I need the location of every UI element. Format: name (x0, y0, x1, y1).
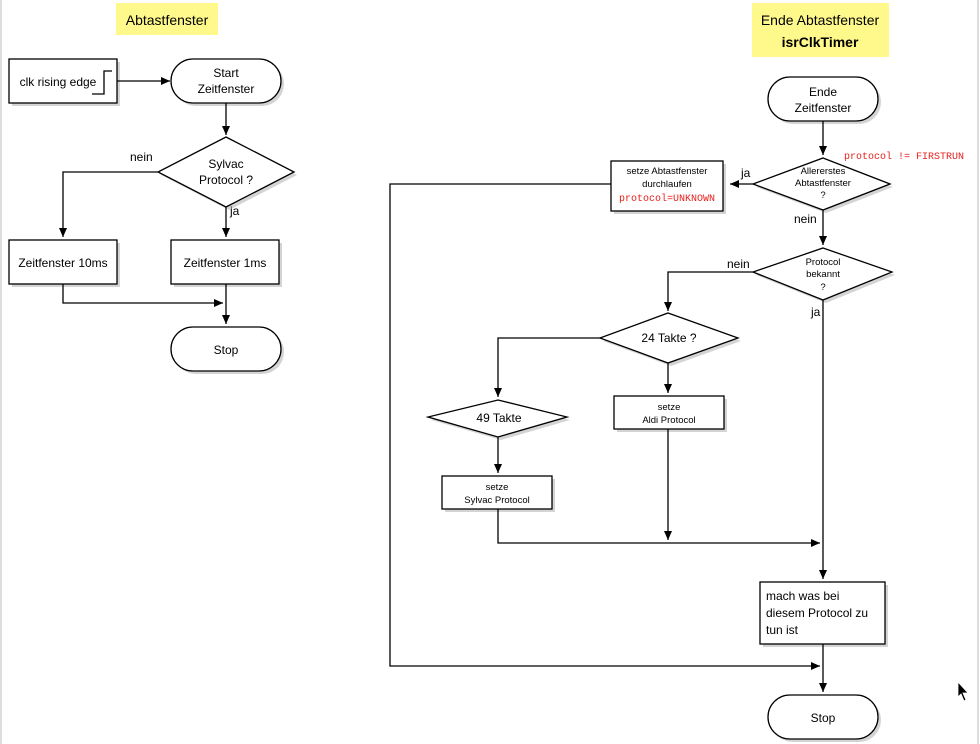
allererstes-label-3: ? (820, 190, 825, 201)
right-stop-label: Stop (811, 711, 836, 725)
setze-abtast-label-2: durchlaufen (642, 179, 692, 190)
left-ja-label: ja (229, 204, 240, 218)
left-title-note: Abtastfenster (116, 3, 218, 35)
ja1-label: ja (740, 166, 751, 180)
box-10ms-label: Zeitfenster 10ms (18, 256, 107, 270)
left-stop-label: Stop (214, 343, 239, 357)
protocol-bekannt-decision: Protocol bekannt ? (751, 247, 895, 303)
arrow-sylvac-to-merge (497, 509, 820, 547)
bekannt-label-2: bekannt (806, 269, 840, 280)
sylvac-label-2: Sylvac Protocol (464, 495, 529, 506)
ende-label-1: Ende (809, 85, 837, 99)
mach-was-box: mach was bei diesem Protocol zu tun ist (759, 581, 888, 647)
clk-rising-edge-box: clk rising edge (8, 58, 120, 106)
ja2-label: ja (810, 305, 821, 319)
sylvac-label-1: setze (486, 482, 509, 493)
decision-label-1: Sylvac (208, 157, 243, 171)
right-title-line2: isrClkTimer (782, 34, 859, 50)
arrow-10ms-to-stop (62, 284, 223, 307)
mach-was-label-2: diesem Protocol zu (766, 606, 868, 620)
setze-abtast-label-1: setze Abtastfenster (627, 166, 708, 177)
takte49-label: 49 Takte (476, 411, 521, 425)
clk-box-label: clk rising edge (20, 75, 97, 89)
nein2-label: nein (727, 257, 750, 271)
ende-zeitfenster-terminal: Ende Zeitfenster (767, 76, 881, 124)
takte49-decision: 49 Takte (425, 399, 570, 440)
bekannt-label-1: Protocol (806, 257, 841, 268)
setze-sylvac-box: setze Sylvac Protocol (441, 475, 555, 512)
start-terminal: Start Zeitfenster (170, 58, 284, 106)
mouse-cursor-icon (957, 680, 969, 702)
allererstes-decision: Allererstes Abtastfenster ? (751, 157, 893, 213)
aldi-label-1: setze (658, 402, 681, 413)
zeitfenster-1ms-box: Zeitfenster 1ms (170, 239, 282, 287)
sylvac-protocol-decision: Sylvac Protocol ? (156, 136, 297, 210)
bekannt-label-3: ? (820, 282, 825, 293)
left-nein-label: nein (130, 150, 153, 164)
nein1-label: nein (794, 212, 817, 226)
zeitfenster-10ms-box: Zeitfenster 10ms (8, 239, 120, 287)
setze-abtast-code: protocol=UNKNOWN (619, 193, 715, 205)
setze-abtastfenster-box: setze Abtastfenster durchlaufen protocol… (610, 160, 726, 214)
start-label-1: Start (213, 66, 239, 80)
right-title-note: Ende Abtastfenster isrClkTimer (752, 3, 889, 57)
mach-was-label-1: mach was bei (766, 589, 839, 603)
left-stop-terminal: Stop (170, 326, 284, 374)
allererstes-label-2: Abtastfenster (795, 178, 851, 189)
rising-edge-icon (92, 70, 112, 95)
arrow-24-to-49 (494, 337, 600, 397)
mach-was-label-3: tun ist (766, 623, 799, 637)
allererstes-label-1: Allererstes (801, 166, 846, 177)
setze-aldi-box: setze Aldi Protocol (613, 395, 727, 432)
right-stop-terminal: Stop (767, 694, 881, 742)
arrow-setze-to-stop-loop (389, 183, 820, 670)
aldi-label-2: Aldi Protocol (642, 415, 695, 426)
takte24-label: 24 Takte ? (641, 331, 696, 345)
box-1ms-label: Zeitfenster 1ms (184, 256, 267, 270)
cond-code-label: protocol != FIRSTRUN (844, 151, 964, 163)
left-title: Abtastfenster (126, 12, 209, 28)
arrow-nein-to-10ms (59, 171, 158, 237)
ende-label-2: Zeitfenster (795, 101, 852, 115)
decision-label-2: Protocol ? (199, 173, 253, 187)
arrow-nein-to-24takte (664, 271, 753, 311)
takte24-decision: 24 Takte ? (598, 312, 741, 366)
right-title-line1: Ende Abtastfenster (761, 12, 880, 28)
start-label-2: Zeitfenster (198, 82, 255, 96)
